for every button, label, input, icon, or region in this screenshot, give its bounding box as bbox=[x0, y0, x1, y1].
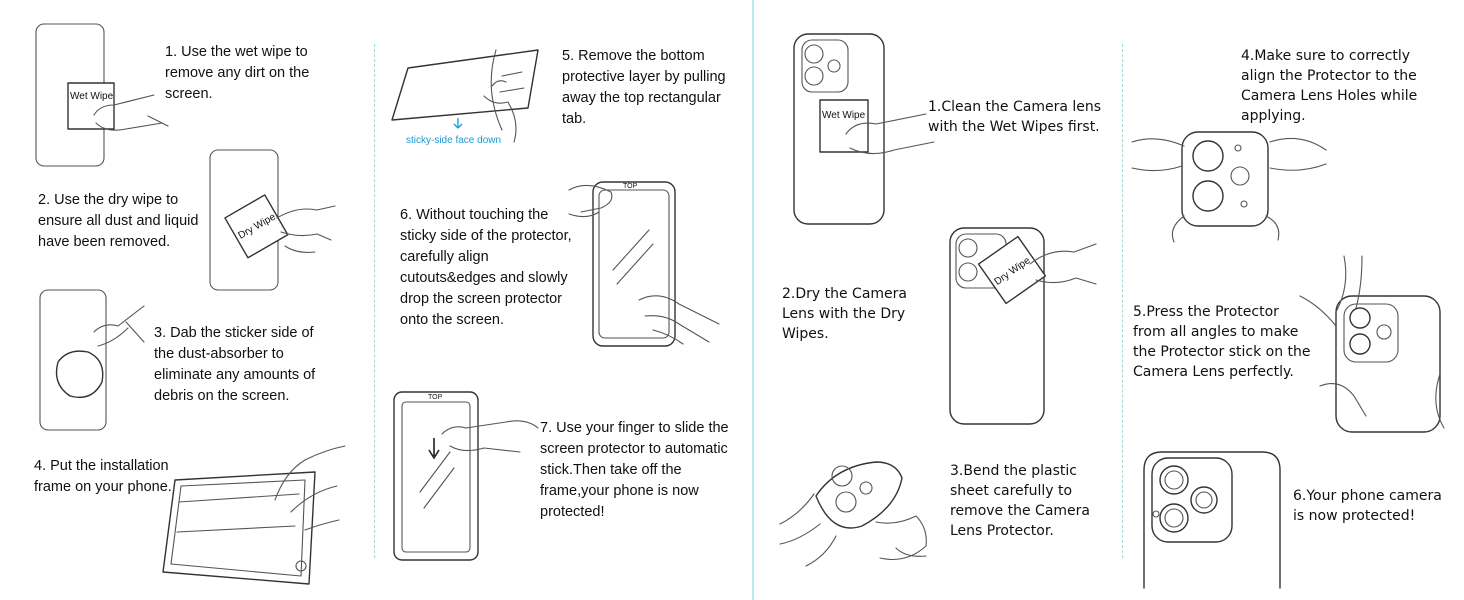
sticky-side-note: sticky-side face down bbox=[406, 135, 502, 146]
step-1-text: 1. Use the wet wipe to remove any dirt o… bbox=[165, 44, 310, 102]
dust-absorber-phone-illustration bbox=[36, 288, 156, 433]
camera-step-5-text: 5.Press the Protector from all angles to… bbox=[1133, 304, 1311, 380]
section-divider bbox=[752, 0, 754, 600]
camera-dry-wipe-illustration: Dry Wipe bbox=[946, 222, 1106, 427]
installation-frame-illustration bbox=[155, 440, 355, 585]
dry-wipe-phone-illustration: Dry Wipe bbox=[205, 148, 345, 293]
camera-step-1-text: 1.Clean the Camera lens with the Wet Wip… bbox=[928, 99, 1102, 135]
top-label: TOP bbox=[623, 183, 638, 190]
camera-step-2-text: 2.Dry the Camera Lens with the Dry Wipes… bbox=[782, 286, 907, 342]
screen-protector-instructions: Wet Wipe 1. Use the wet wipe to remove a… bbox=[30, 0, 735, 600]
column-separator bbox=[374, 44, 375, 558]
step-5-text: 5. Remove the bottom protective layer by… bbox=[562, 48, 726, 127]
slide-finger-illustration: TOP bbox=[390, 388, 540, 564]
step-4-text: 4. Put the installation frame on your ph… bbox=[34, 458, 172, 495]
align-protector-illustration: TOP bbox=[565, 174, 735, 350]
camera-wet-wipe-illustration: Wet Wipe bbox=[790, 30, 960, 226]
step-6-text: 6. Without touching the sticky side of t… bbox=[400, 207, 572, 328]
wet-wipe-label-2: Wet Wipe bbox=[822, 110, 866, 121]
remove-layer-illustration bbox=[388, 36, 548, 146]
camera-column-separator bbox=[1122, 44, 1123, 558]
camera-step-3-text: 3.Bend the plastic sheet carefully to re… bbox=[950, 463, 1090, 539]
camera-step-4-text: 4.Make sure to correctly align the Prote… bbox=[1241, 48, 1418, 124]
protected-camera-illustration bbox=[1138, 448, 1288, 588]
camera-step-6-text: 6.Your phone camera is now protected! bbox=[1293, 488, 1442, 524]
camera-protector-instructions: Wet Wipe 1.Clean the Camera lens with th… bbox=[754, 0, 1464, 600]
step-3-text: 3. Dab the sticker side of the dust-abso… bbox=[154, 325, 316, 404]
align-lens-illustration bbox=[1130, 112, 1340, 244]
step-2-text: 2. Use the dry wipe to ensure all dust a… bbox=[38, 192, 199, 250]
wet-wipe-label: Wet Wipe bbox=[70, 91, 114, 102]
wet-wipe-phone-illustration: Wet Wipe bbox=[30, 20, 170, 170]
bend-sheet-illustration bbox=[776, 448, 936, 573]
press-protector-illustration bbox=[1290, 256, 1450, 436]
step-7-text: 7. Use your finger to slide the screen p… bbox=[540, 420, 729, 520]
top-label-2: TOP bbox=[428, 394, 443, 401]
